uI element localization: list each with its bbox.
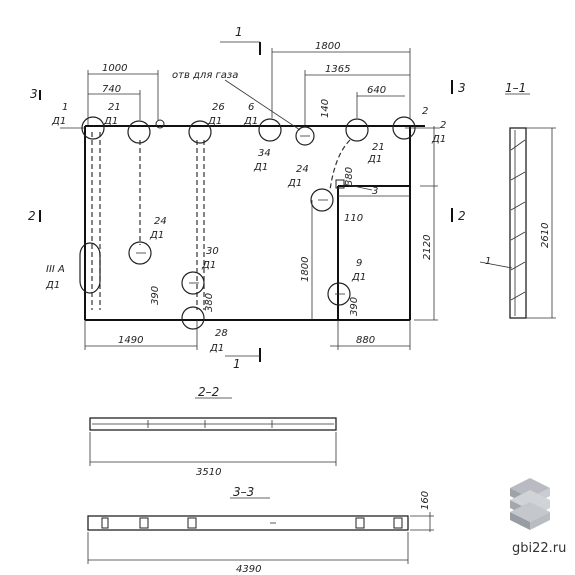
label-26: 26 [212, 102, 225, 113]
small-hole-top [155, 119, 165, 129]
leader-gas-hole [224, 79, 301, 131]
s33-block5 [393, 517, 403, 529]
section-2-right-label: 2 [458, 209, 466, 223]
dim-640-text: 640 [367, 85, 386, 96]
section-1-1-leader [479, 261, 513, 269]
label-6: 6 [248, 102, 254, 113]
gas-hole-label: отв для газа [172, 70, 238, 81]
hole-30 [181, 271, 205, 295]
label-34: 34 [258, 148, 271, 159]
dim-390-text: 390 [150, 286, 161, 305]
section-1-1-title: 1–1 [505, 81, 526, 95]
dim-390b-text: 390 [349, 297, 360, 316]
hole-21-right [345, 118, 369, 142]
section-3-right-label: 3 [458, 81, 466, 95]
dim-880-text: 880 [356, 335, 375, 346]
label-1: 1 [62, 102, 68, 113]
label-21b: 21 [372, 142, 385, 153]
label-6-mark: Д1 [243, 116, 258, 127]
dim-160-text: 160 [420, 491, 431, 510]
watermark-logo-icon [510, 478, 550, 530]
section-1-1-tick2 [510, 171, 526, 181]
hole-9 [327, 282, 351, 306]
dim-1365-text: 1365 [325, 64, 350, 75]
label-24b-mark: Д1 [287, 178, 302, 189]
hole-24-right [310, 188, 334, 212]
hole-26 [188, 120, 212, 144]
section-1-1-item-label: 1 [485, 256, 491, 267]
label-2-mark: Д1 [431, 134, 446, 145]
label-21a: 21 [108, 102, 121, 113]
section-2-left-label: 2 [28, 209, 36, 223]
section-3-3-title: 3–3 [233, 485, 254, 499]
section-2-2-profile [89, 417, 337, 431]
label-24a-mark: Д1 [149, 230, 164, 241]
curved-rebar-dash [329, 139, 351, 191]
dim-4390-text: 4390 [236, 564, 261, 575]
label-21a-mark: Д1 [103, 116, 118, 127]
section-1-1-profile [509, 127, 527, 319]
label-26-mark: Д1 [207, 116, 222, 127]
label-9: 9 [356, 258, 362, 269]
hole-6 [258, 118, 282, 142]
dim-3510-text: 3510 [196, 467, 221, 478]
dim-140-text: 140 [320, 99, 331, 118]
dim-1490-text: 1490 [118, 335, 143, 346]
label-IIIA: III А [46, 264, 65, 275]
section-1-top-label: 1 [235, 25, 243, 39]
hole-24-left [128, 241, 152, 265]
label-1-mark: Д1 [51, 116, 66, 127]
label-IIIA-mark: Д1 [45, 280, 60, 291]
watermark-text: gbi22.ru [512, 541, 566, 556]
label-28: 28 [215, 328, 228, 339]
section-1-1-tick1 [510, 139, 526, 151]
label-9-mark: Д1 [351, 272, 366, 283]
leader-3 [343, 183, 373, 191]
s33-block4 [355, 517, 365, 529]
dim-1800v-text: 1800 [300, 257, 311, 282]
dim-2120-text: 2120 [422, 235, 433, 260]
label-2: 2 [422, 106, 428, 117]
label-2b: 2 [440, 120, 446, 131]
section-1-bottom-label: 1 [233, 357, 241, 371]
dim-2610-text: 2610 [540, 223, 551, 248]
section-1-1-tick4 [510, 231, 526, 241]
label-30-mark: Д1 [201, 260, 216, 271]
dim-380b-text: 380 [344, 167, 355, 186]
dim-110-text: 110 [344, 213, 363, 224]
label-21b-mark: Д1 [367, 154, 382, 165]
label-28-mark: Д1 [209, 343, 224, 354]
hole-21-left [127, 120, 151, 144]
dim-740-text: 740 [102, 84, 121, 95]
label-24a: 24 [154, 216, 167, 227]
s33-block1 [101, 517, 109, 529]
hole-34 [295, 126, 315, 146]
dim-1000-text: 1000 [102, 63, 127, 74]
section-2-2-title: 2–2 [198, 385, 219, 399]
label-30: 30 [206, 246, 219, 257]
label-3: 3 [372, 186, 378, 197]
s33-block2 [139, 517, 149, 529]
dim-380a-text: 380 [204, 293, 215, 312]
section-1-1-tick3 [510, 201, 526, 211]
s33-block3 [187, 517, 197, 529]
section-3-left-label: 3 [30, 87, 38, 101]
label-34-mark: Д1 [253, 162, 268, 173]
section-1-1-tick6 [510, 291, 526, 301]
detail-IIIA-oval [79, 242, 101, 294]
dim-1800-text: 1800 [315, 41, 340, 52]
hole-28 [181, 306, 205, 330]
label-24b: 24 [296, 164, 309, 175]
section-1-1-tick5 [510, 261, 526, 271]
section-3-3-profile [87, 515, 409, 531]
